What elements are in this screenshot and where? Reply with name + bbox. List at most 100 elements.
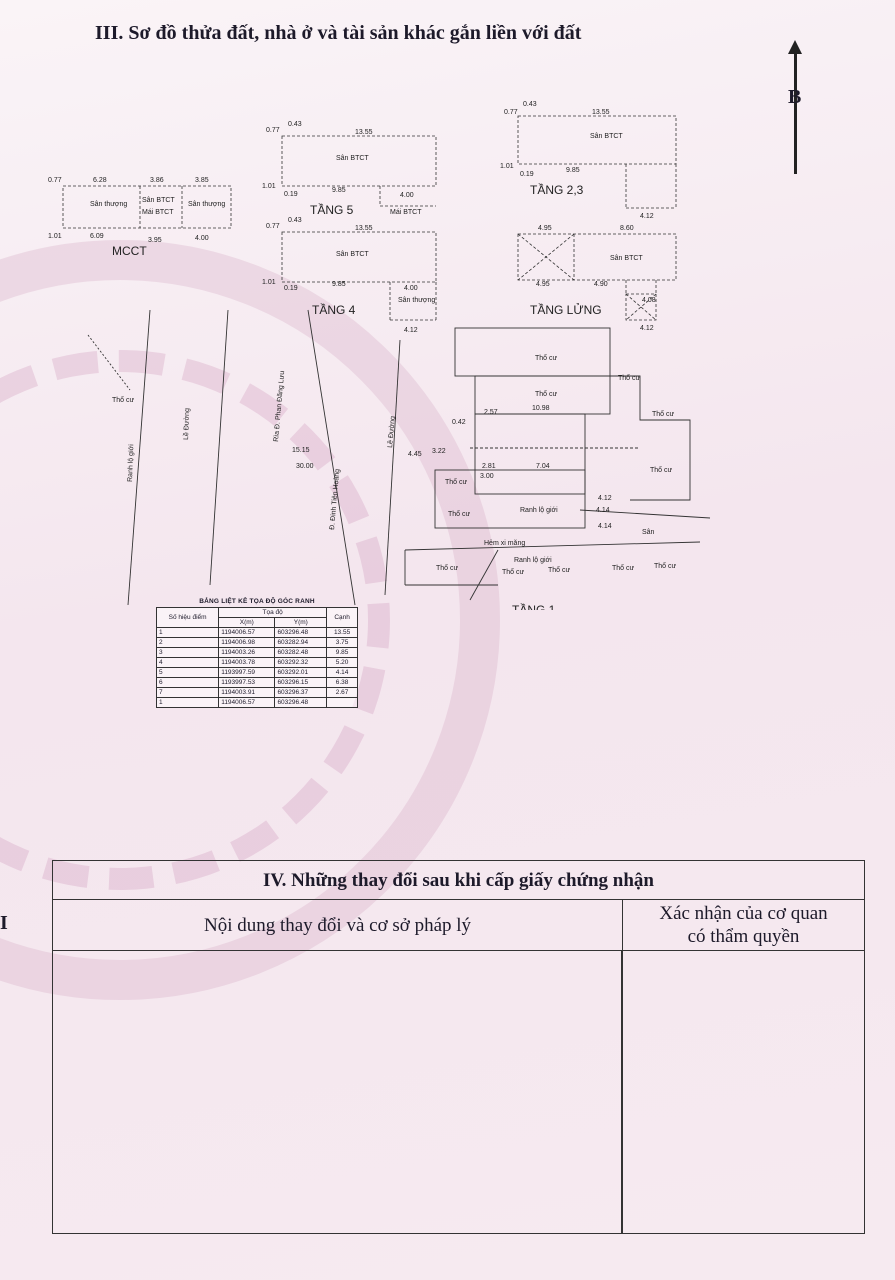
coordinate-cell-x: 1193997.59 xyxy=(218,667,276,678)
tang4-dim: 1.01 xyxy=(262,279,276,286)
header-point: Số hiệu điểm xyxy=(155,607,220,628)
tang4-dim: 0.43 xyxy=(288,217,302,224)
road-label: Lề Đường xyxy=(181,408,191,440)
header-x: X(m) xyxy=(218,617,276,628)
tang1-dim: 3.00 xyxy=(480,473,494,480)
coordinate-cell-x: 1194006.98 xyxy=(218,637,276,648)
plan-tang5 xyxy=(281,135,437,207)
tanglung-dim: 4.95 xyxy=(538,225,552,232)
tanglung-dim: 4.08 xyxy=(642,297,656,304)
coordinate-cell-edge: 2.67 xyxy=(326,687,358,698)
coordinate-cell-id: 4 xyxy=(155,657,220,668)
coordinate-table-title: BẢNG LIỆT KÊ TỌA ĐỘ GÓC RANH xyxy=(199,598,315,605)
tang1-dim: 4.14 xyxy=(598,523,612,530)
tang1-dim: 3.22 xyxy=(432,448,446,455)
floor-plan-diagram: 6.28 3.86 3.85 0.77 1.01 6.09 3.95 4.00 … xyxy=(48,101,711,610)
coordinate-cell-y: 603292.01 xyxy=(274,667,328,678)
tang1-label-tho-cu: Thổ cư xyxy=(612,564,635,572)
tanglung-dim: 4.90 xyxy=(594,281,608,288)
mcct-room: Mái BTCT xyxy=(142,209,174,216)
coordinate-cell-id: 1 xyxy=(155,697,220,708)
road-label: Rìa Đ. Phan Đăng Lưu xyxy=(273,371,286,443)
tang1-label-tho-cu: Thổ cư xyxy=(112,396,135,404)
tang4-label: TẦNG 4 xyxy=(312,302,356,317)
tanglung-room: Sân BTCT xyxy=(610,255,643,262)
tang23-dim: 0.43 xyxy=(523,101,537,108)
tang5-dim: 1.01 xyxy=(262,183,276,190)
section4-col-confirm-line1: Xác nhận của cơ quan xyxy=(659,903,828,924)
coordinate-cell-edge: 5.20 xyxy=(326,657,358,668)
tang5-label: TẦNG 5 xyxy=(310,202,354,217)
tang1-dim: 4.14 xyxy=(596,507,610,514)
tang1-dim: 2.57 xyxy=(484,409,498,416)
tang23-dim: 4.12 xyxy=(640,213,654,220)
section4-column-divider xyxy=(621,951,623,1233)
tang4-room: Sân BTCT xyxy=(336,251,369,258)
coordinate-cell-id: 3 xyxy=(155,647,220,658)
plan-tang4 xyxy=(281,231,437,321)
tang23-room: Sân BTCT xyxy=(590,133,623,140)
section4-col-confirm-line2: có thẩm quyền xyxy=(687,926,800,947)
mcct-label: MCCT xyxy=(112,244,147,258)
road-label: Ranh lộ giới xyxy=(127,444,135,482)
tang1-road-width: 4.45 xyxy=(408,451,422,458)
coordinate-cell-id: 2 xyxy=(155,637,220,648)
tang1-label-tho-cu: Thổ cư xyxy=(652,410,675,418)
mcct-dim: 6.09 xyxy=(90,233,104,240)
tang1-dim: 0.42 xyxy=(452,419,466,426)
tang4-dim: 4.00 xyxy=(404,285,418,292)
coordinate-cell-x: 1194006.57 xyxy=(218,697,276,708)
mcct-dim: 3.86 xyxy=(150,177,164,184)
tang4-dim: 9.85 xyxy=(332,281,346,288)
tang1-dim: 7.04 xyxy=(536,463,550,470)
mcct-dim: 4.00 xyxy=(195,235,209,242)
tang23-label: TẦNG 2,3 xyxy=(530,182,584,197)
tang1-label-san: Sân xyxy=(642,529,655,536)
tanglung-dim: 4.95 xyxy=(536,281,550,288)
plan-tanglung xyxy=(517,233,677,321)
tang1-label-tho-cu: Thổ cư xyxy=(535,354,558,362)
header-y: Y(m) xyxy=(274,617,328,628)
tang1-label-tho-cu: Thổ cư xyxy=(448,510,471,518)
tang23-dim: 0.19 xyxy=(520,171,534,178)
mcct-room: Sân thượng xyxy=(90,201,127,208)
tang5-room: Mái BTCT xyxy=(390,209,422,216)
tang1-dim: 10.98 xyxy=(532,405,550,412)
tang23-dim: 1.01 xyxy=(500,163,514,170)
tanglung-dim: 8.60 xyxy=(620,225,634,232)
tang4-dim: 0.19 xyxy=(284,285,298,292)
tang5-room: Sân BTCT xyxy=(336,155,369,162)
coordinate-cell-edge: 4.14 xyxy=(326,667,358,678)
road-label: Lề Đường xyxy=(385,416,397,449)
plan-tang1 xyxy=(87,309,711,606)
plan-mcct xyxy=(62,185,232,229)
coordinate-cell-y: 603282.48 xyxy=(274,647,328,658)
coordinate-cell-x: 1194003.26 xyxy=(218,647,276,658)
margin-mark: I xyxy=(0,912,8,934)
road-label: Đ. Đinh Tiên Hoàng xyxy=(329,469,341,531)
tang1-label-tho-cu: Thổ cư xyxy=(502,568,525,576)
coordinate-cell-y: 603282.94 xyxy=(274,637,328,648)
coordinate-cell-y: 603296.15 xyxy=(274,677,328,688)
tang4-room: Sân thượng xyxy=(398,297,435,304)
tang1-label-tho-cu: Thổ cư xyxy=(548,566,571,574)
mcct-dim: 3.85 xyxy=(195,177,209,184)
coordinate-cell-y: 603296.48 xyxy=(274,697,328,708)
tang1-label-ranh-lo-gioi: Ranh lộ giới xyxy=(514,557,552,564)
coordinate-cell-id: 6 xyxy=(155,677,220,688)
tang4-dim: 4.12 xyxy=(404,327,418,334)
tang1-label-tho-cu: Thổ cư xyxy=(535,390,558,398)
tang1-dim: 4.12 xyxy=(598,495,612,502)
mcct-dim: 6.28 xyxy=(93,177,107,184)
header-edge: Cạnh xyxy=(326,607,358,628)
tang1-road-width: 15.15 xyxy=(292,447,310,454)
